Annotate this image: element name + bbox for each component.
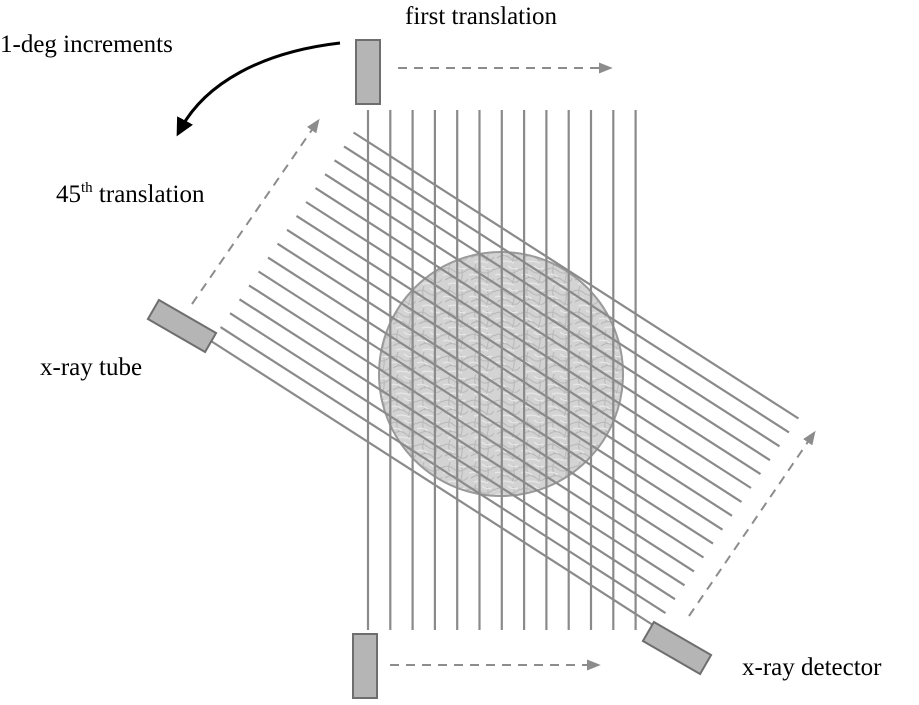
diagonal-beam	[314, 187, 762, 476]
xray-tube-label: x-ray tube	[40, 354, 143, 381]
diagonal-beam	[276, 242, 724, 531]
diagonal-beam	[267, 256, 714, 545]
diagonal-beam	[295, 214, 743, 503]
bottom-xray-detector	[352, 633, 378, 699]
diagonal-beam	[248, 284, 695, 573]
diagonal-beam	[229, 312, 676, 601]
diagonal-beam	[352, 131, 800, 420]
diagonal-beams	[210, 131, 800, 628]
top-xray-tube	[355, 39, 381, 105]
left-translation-arrow	[191, 118, 320, 305]
xray-detector-label: x-ray detector	[742, 654, 882, 681]
diagonal-beam	[219, 326, 667, 615]
diagonal-beam	[343, 145, 790, 434]
diagonal-beam	[324, 173, 771, 462]
diagonal-xray-detector	[641, 620, 713, 676]
diagonal-beam	[333, 159, 781, 448]
diagonal-xray-tube	[146, 298, 218, 354]
first-translation-label: first translation	[405, 3, 558, 30]
rotation-arrow	[176, 41, 341, 137]
translation-45-text: translation	[92, 181, 205, 208]
right-translation-arrow	[688, 430, 816, 617]
diagonal-beam	[286, 228, 733, 517]
diagonal-beam	[238, 298, 686, 587]
diagonal-beam	[305, 201, 752, 489]
translation-45-number: 45	[56, 181, 81, 208]
translation-45-superscript: th	[81, 180, 93, 196]
diagonal-beam	[210, 340, 657, 628]
diagonal-beam	[257, 270, 705, 559]
translation-45-label: 45th translation	[56, 180, 205, 208]
increments-label: 1-deg increments	[0, 31, 173, 58]
